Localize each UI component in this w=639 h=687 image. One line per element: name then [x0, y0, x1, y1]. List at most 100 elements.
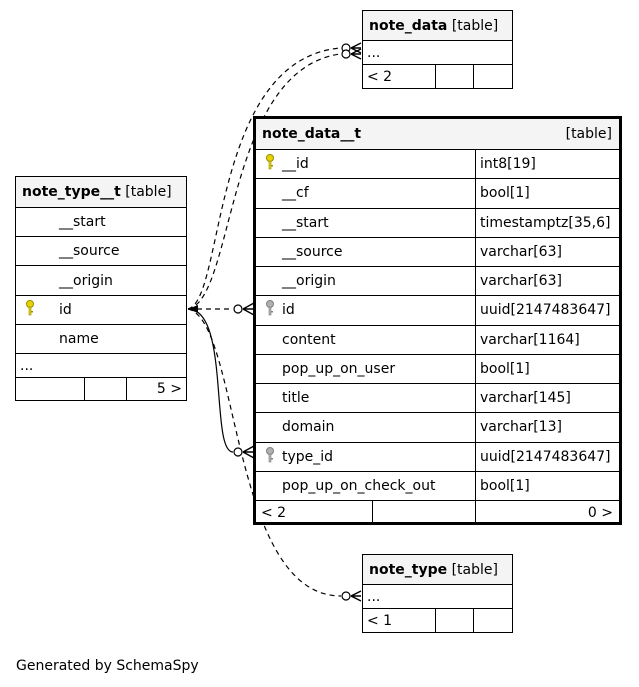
column-type: int8[19] — [475, 150, 619, 179]
edge-note-type-t-to-note-data-1 — [187, 47, 341, 310]
row-ellipsis: ... — [367, 44, 381, 61]
table-row: id — [16, 295, 186, 324]
table-row: __source — [16, 236, 186, 265]
footer-mid — [435, 609, 473, 632]
column-type: varchar[1164] — [475, 325, 619, 354]
foreign-key-icon — [264, 300, 276, 320]
crowfoot — [242, 445, 255, 459]
crowfoot — [350, 590, 362, 602]
column-name: __origin — [59, 272, 113, 289]
edge-note-type-t-to-note-data-2 — [187, 53, 341, 310]
generated-by-footer: Generated by SchemaSpy — [16, 658, 199, 674]
table-kind: [table] — [451, 561, 498, 578]
table-row: __cf bool[1] — [256, 178, 619, 208]
table-row: type_id uuid[2147483647] — [256, 441, 619, 471]
table-header: note_type__t [table] — [16, 177, 186, 207]
column-type: bool[1] — [475, 354, 619, 383]
column-name: __source — [59, 243, 120, 259]
footer-left: < 1 — [367, 612, 393, 629]
column-type: uuid[2147483647] — [475, 296, 619, 325]
table-note-type[interactable]: note_type [table] ... < 1 — [362, 554, 513, 633]
table-row: __origin varchar[63] — [256, 266, 619, 296]
table-name: note_type__t — [22, 184, 121, 200]
table-header: note_data [table] — [363, 11, 512, 40]
column-name: __source — [282, 243, 343, 260]
table-header: note_data__t [table] — [256, 119, 619, 149]
table-footer: 5 > — [16, 377, 186, 400]
column-name: id — [59, 302, 72, 318]
column-name: __start — [282, 214, 329, 231]
table-name: note_data — [369, 17, 448, 34]
table-row: id uuid[2147483647] — [256, 295, 619, 325]
primary-key-icon — [24, 300, 36, 320]
footer-right: 0 > — [475, 501, 619, 525]
table-kind: [table] — [125, 184, 172, 200]
footer-left — [16, 378, 84, 400]
edge-note-type-t-to-type-id — [187, 308, 234, 453]
table-footer: < 2 — [363, 64, 512, 88]
footer-right: 5 > — [126, 378, 186, 400]
arrowhead — [188, 305, 198, 313]
column-name: __origin — [282, 273, 336, 290]
edge-circle — [233, 447, 243, 457]
table-row: content varchar[1164] — [256, 324, 619, 354]
column-name: title — [282, 390, 310, 407]
table-kind: [table] — [565, 126, 612, 142]
footer-right — [473, 65, 512, 88]
footer-mid — [84, 378, 126, 400]
column-name: type_id — [282, 448, 334, 465]
column-type: timestamptz[35,6] — [475, 208, 619, 237]
footer-mid — [372, 501, 476, 525]
table-row: __origin — [16, 265, 186, 295]
crowfoot — [350, 48, 362, 60]
column-type: varchar[145] — [475, 384, 619, 413]
edge-circle — [341, 49, 351, 59]
table-kind: [table] — [451, 17, 499, 34]
column-name: id — [282, 302, 295, 319]
table-note-data[interactable]: note_data [table] ... < 2 — [362, 10, 513, 89]
table-name: note_type — [369, 561, 448, 578]
table-row: pop_up_on_check_out bool[1] — [256, 470, 619, 500]
table-row: name — [16, 324, 186, 353]
primary-key-icon — [264, 154, 276, 174]
column-name: pop_up_on_check_out — [282, 477, 436, 494]
column-name: __start — [59, 214, 106, 230]
column-name: content — [282, 331, 336, 348]
column-name: __cf — [282, 185, 309, 202]
table-header: note_type [table] — [363, 555, 512, 584]
column-name: domain — [282, 419, 335, 436]
table-row: ... — [16, 353, 186, 377]
table-row: ... — [363, 40, 512, 64]
crowfoot — [242, 302, 255, 316]
table-name: note_data__t — [262, 126, 362, 142]
table-row: __source varchar[63] — [256, 236, 619, 266]
table-note-type-t[interactable]: note_type__t [table] __start __source __… — [15, 176, 187, 401]
table-row: title varchar[145] — [256, 383, 619, 413]
column-type: bool[1] — [475, 471, 619, 500]
footer-left: < 2 — [367, 68, 393, 85]
footer-mid — [435, 65, 473, 88]
table-footer: < 1 — [363, 608, 512, 632]
footer-left: < 2 — [261, 505, 287, 521]
footer-right — [473, 609, 512, 632]
row-ellipsis: ... — [367, 588, 381, 605]
column-name: __id — [282, 156, 309, 173]
column-type: varchar[63] — [475, 237, 619, 266]
column-type: bool[1] — [475, 179, 619, 208]
column-type: varchar[63] — [475, 267, 619, 296]
table-row: pop_up_on_user bool[1] — [256, 353, 619, 383]
column-type: uuid[2147483647] — [475, 442, 619, 471]
edge-circle — [233, 304, 243, 314]
crowfoot — [350, 42, 362, 54]
edge-circle — [341, 591, 351, 601]
column-name: name — [59, 331, 99, 347]
table-row: __start timestamptz[35,6] — [256, 207, 619, 237]
column-name: pop_up_on_user — [282, 360, 396, 377]
row-ellipsis: ... — [20, 357, 34, 374]
table-footer: < 2 0 > — [256, 500, 619, 525]
table-row: ... — [363, 584, 512, 608]
foreign-key-icon — [264, 446, 276, 467]
